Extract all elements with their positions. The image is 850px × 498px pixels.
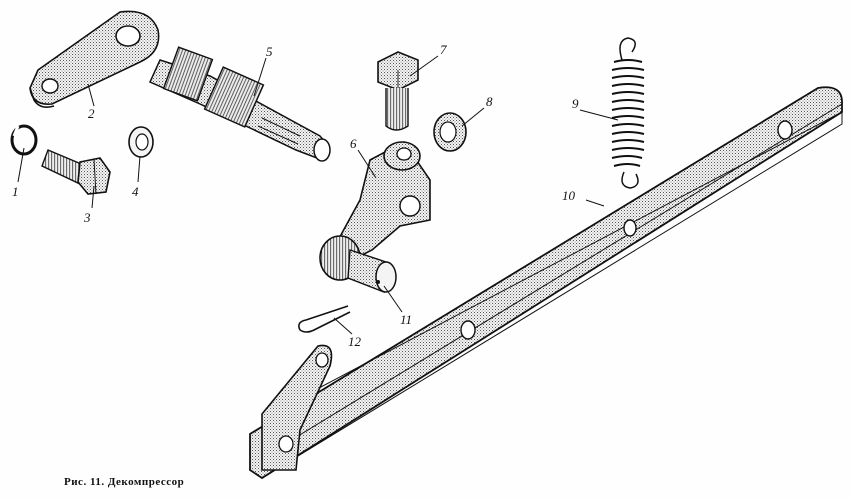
label-part-5: 5 — [266, 44, 273, 59]
part-7-bolt — [377, 51, 419, 131]
part-2-bracket — [29, 10, 160, 108]
part-10-bar — [249, 86, 843, 480]
label-part-7: 7 — [440, 42, 447, 57]
label-part-3: 3 — [83, 210, 91, 225]
part-12-cotter-pin — [298, 305, 351, 333]
label-part-1: 1 — [12, 184, 19, 199]
leader-lines — [17, 55, 619, 335]
part-6-lever — [319, 140, 431, 281]
part-4-washer — [128, 126, 154, 158]
part-8-washer — [433, 112, 467, 152]
part-11-pin — [347, 249, 397, 293]
part-5-shaft — [149, 46, 331, 162]
label-part-6: 6 — [350, 136, 357, 151]
part-1-lock-washer — [10, 124, 38, 156]
label-part-4: 4 — [132, 184, 139, 199]
label-part-8: 8 — [486, 94, 493, 109]
label-part-2: 2 — [88, 106, 95, 121]
label-part-12: 12 — [348, 334, 362, 349]
label-part-11: 11 — [400, 312, 412, 327]
part-3-bolt — [41, 149, 111, 195]
figure-caption: Рис. 11. Декомпрессор — [64, 476, 185, 488]
part-9-spring — [611, 37, 645, 189]
label-part-10: 10 — [562, 188, 576, 203]
label-part-9: 9 — [572, 96, 579, 111]
